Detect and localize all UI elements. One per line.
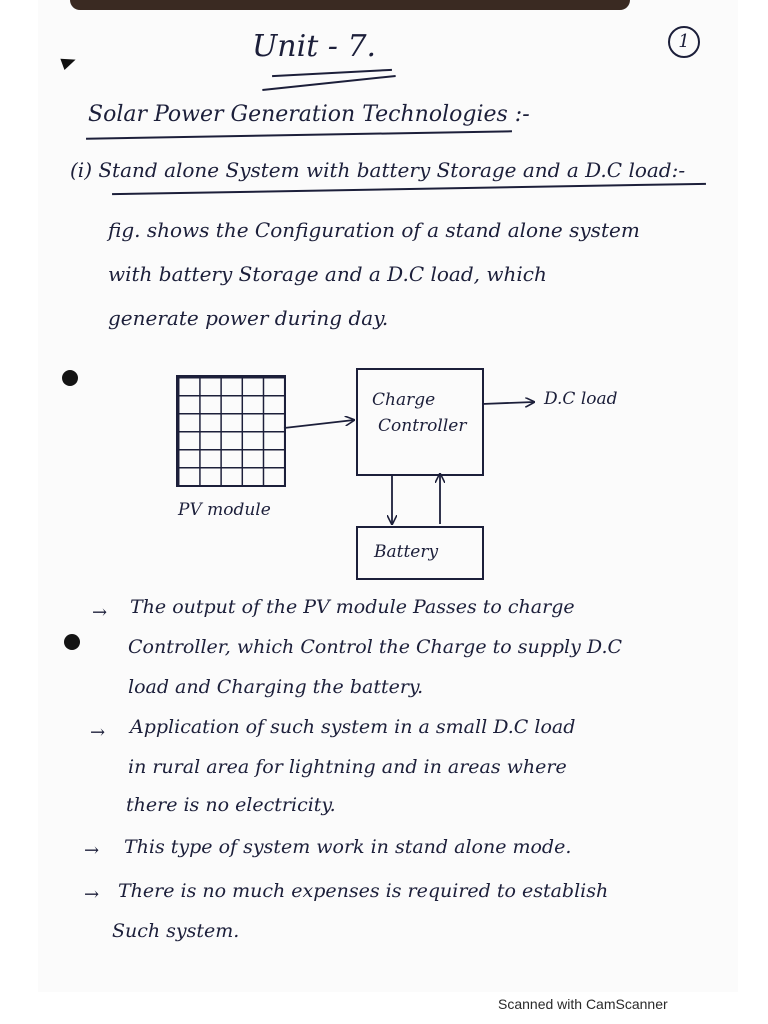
section-subheading: (i) Stand alone System with battery Stor… (70, 158, 686, 182)
notebook-page (38, 0, 738, 992)
bullet-line: There is no much expenses is required to… (118, 880, 609, 902)
pv-module-grid-icon (176, 375, 286, 487)
page-number: 1 (668, 26, 700, 58)
bullet-line: in rural area for lightning and in areas… (128, 756, 567, 778)
bullet-line: Controller, which Control the Charge to … (128, 636, 623, 658)
dc-load-label: D.C load (544, 389, 618, 409)
page-top-edge (70, 0, 630, 10)
bullet-line: Such system. (112, 920, 240, 942)
controller-label: Charge (372, 390, 436, 410)
charge-controller-box (356, 368, 484, 476)
battery-box (356, 526, 484, 580)
bullet-line: Application of such system in a small D.… (130, 716, 576, 738)
pv-module-label: PV module (178, 500, 271, 520)
bullet-arrow-icon: → (92, 602, 108, 623)
bullet-arrow-icon: → (84, 884, 100, 905)
intro-line: fig. shows the Configuration of a stand … (108, 218, 640, 242)
bullet-arrow-icon: → (84, 840, 100, 861)
bullet-line: This type of system work in stand alone … (124, 836, 572, 858)
intro-line: generate power during day. (108, 306, 389, 330)
bullet-arrow-icon: → (90, 722, 106, 743)
section-heading: Solar Power Generation Technologies :- (88, 102, 530, 127)
intro-line: with battery Storage and a D.C load, whi… (108, 262, 547, 286)
scanner-watermark: Scanned with CamScanner (498, 996, 668, 1012)
controller-label: Controller (378, 416, 467, 436)
binder-hole-icon (64, 634, 80, 650)
bullet-line: there is no electricity. (126, 794, 336, 816)
bullet-line: load and Charging the battery. (128, 676, 424, 698)
bullet-line: The output of the PV module Passes to ch… (130, 596, 575, 618)
binder-hole-icon (62, 370, 78, 386)
battery-label: Battery (374, 542, 439, 562)
unit-title: Unit - 7. (252, 29, 377, 64)
